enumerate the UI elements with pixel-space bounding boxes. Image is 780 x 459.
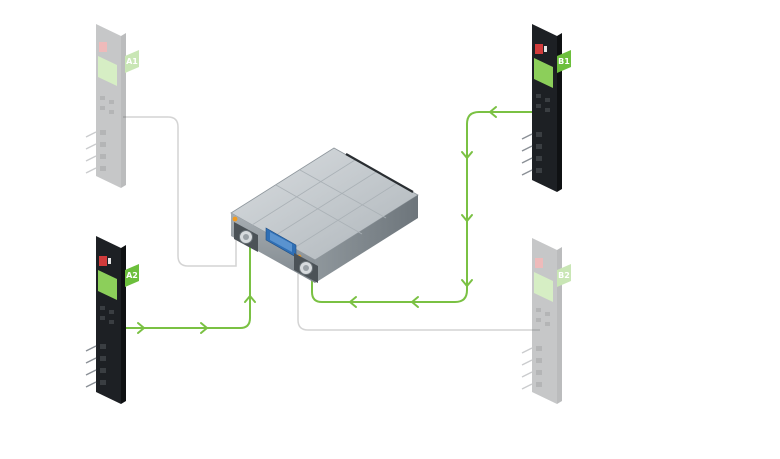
- flow-arrow-icon: [461, 151, 473, 159]
- pdu-b2: [521, 238, 562, 404]
- flow-arrow-icon: [489, 106, 497, 118]
- cable-a1-to-psu-left: [123, 116, 237, 267]
- pdu-strip-icon: [521, 24, 562, 192]
- storage-enclosure: [230, 147, 419, 283]
- flow-arrow-icon: [349, 296, 357, 308]
- pdu-strip-icon: [85, 24, 126, 188]
- flow-arrow-icon: [411, 296, 419, 308]
- pdu-label-a1: A1: [126, 57, 138, 66]
- storage-enclosure-icon: [230, 147, 419, 283]
- cable-b2-to-psu-right: [297, 272, 540, 331]
- cable-a2-to-psu-left: [123, 246, 256, 334]
- power-supply-left: [234, 222, 258, 252]
- power-supply-icon: [294, 253, 318, 283]
- flow-arrow-icon: [461, 214, 473, 222]
- cable-b1-to-psu-right: [311, 106, 536, 308]
- pdu-label-badge-b1: B1: [557, 50, 571, 73]
- pdu-a1: [85, 24, 126, 188]
- power-supply-icon: [234, 222, 258, 252]
- pdu-strip-icon: [521, 238, 562, 404]
- flow-arrow-icon: [200, 322, 208, 334]
- pdu-label-a2: A2: [126, 271, 138, 280]
- flow-arrow-icon: [137, 322, 145, 334]
- pdu-label-badge-a2: A2: [125, 264, 139, 287]
- flow-arrow-icon: [244, 295, 256, 303]
- pdu-label-badge-a1: A1: [125, 50, 139, 73]
- power-supply-right: [294, 253, 318, 283]
- pdu-a2: [85, 236, 126, 404]
- pdu-label-b2: B2: [558, 271, 570, 280]
- pdu-strip-icon: [85, 236, 126, 404]
- pdu-b1: [521, 24, 562, 192]
- pdu-label-badge-b2: B2: [557, 264, 571, 287]
- pdu-label-b1: B1: [558, 57, 570, 66]
- flow-arrow-icon: [461, 279, 473, 287]
